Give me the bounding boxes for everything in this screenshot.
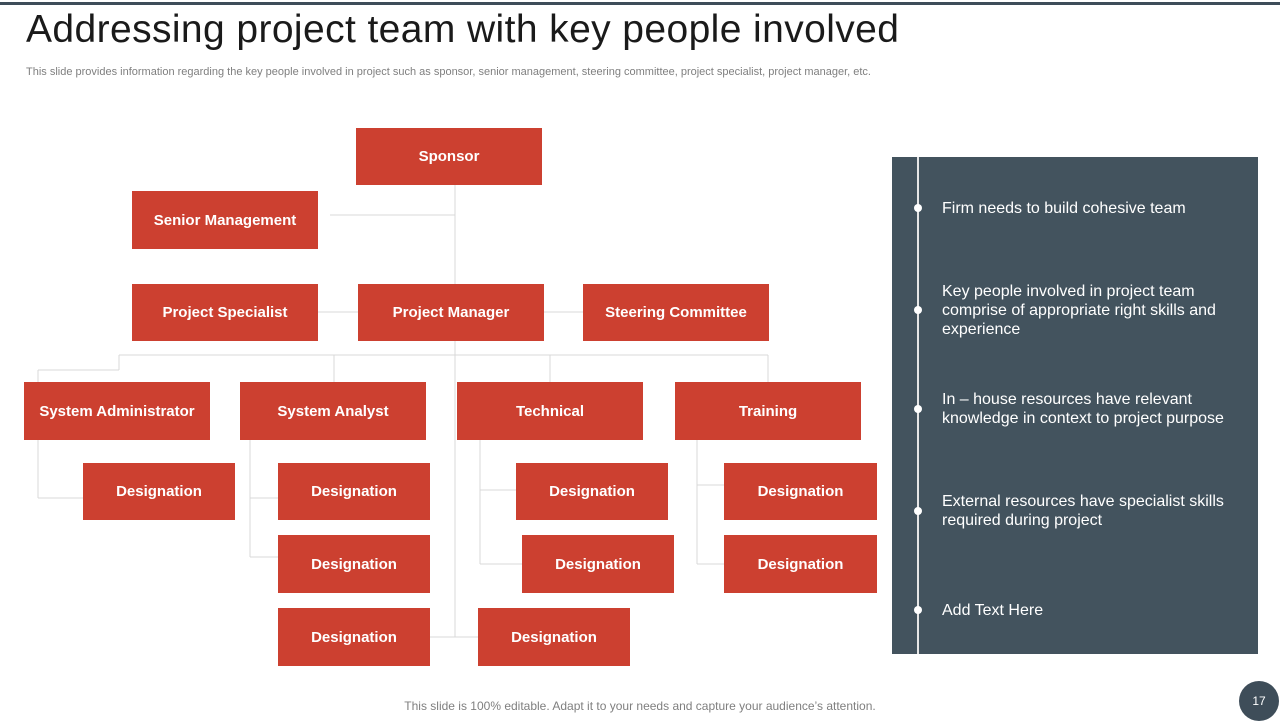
node-designation: Designation — [516, 463, 668, 520]
slide-footer: This slide is 100% editable. Adapt it to… — [404, 699, 876, 713]
node-senior-management: Senior Management — [132, 191, 318, 249]
node-designation: Designation — [83, 463, 235, 520]
bullet-dot-icon — [914, 606, 922, 614]
bullet-dot-icon — [914, 204, 922, 212]
node-designation: Designation — [278, 463, 430, 520]
slide-subtitle: This slide provides information regardin… — [26, 66, 871, 78]
node-sponsor: Sponsor — [356, 128, 542, 185]
node-project-specialist: Project Specialist — [132, 284, 318, 341]
bullet-dot-icon — [914, 405, 922, 413]
node-system-administrator: System Administrator — [24, 382, 210, 440]
node-designation: Designation — [278, 608, 430, 666]
bullet-dot-icon — [914, 507, 922, 515]
page-number-badge: 17 — [1239, 681, 1279, 721]
node-project-manager: Project Manager — [358, 284, 544, 341]
panel-bullet-text: Firm needs to build cohesive team — [942, 200, 1186, 217]
panel-bullet-text: Key people involved in project team comp… — [942, 283, 1216, 338]
node-designation: Designation — [724, 535, 877, 593]
panel-bullet-text: Add Text Here — [942, 602, 1044, 619]
node-system-analyst: System Analyst — [240, 382, 426, 440]
panel-bullet-text: In – house resources have relevant knowl… — [942, 391, 1224, 427]
node-designation: Designation — [478, 608, 630, 666]
bullet-dot-icon — [914, 306, 922, 314]
node-training: Training — [675, 382, 861, 440]
slide-title: Addressing project team with key people … — [26, 8, 900, 51]
node-designation: Designation — [522, 535, 674, 593]
node-steering-committee: Steering Committee — [583, 284, 769, 341]
panel-bullet-text: External resources have specialist skill… — [942, 493, 1224, 529]
info-panel: Firm needs to build cohesive team Key pe… — [892, 157, 1258, 654]
node-technical: Technical — [457, 382, 643, 440]
node-designation: Designation — [724, 463, 877, 520]
node-designation: Designation — [278, 535, 430, 593]
top-accent-bar — [0, 2, 1280, 5]
